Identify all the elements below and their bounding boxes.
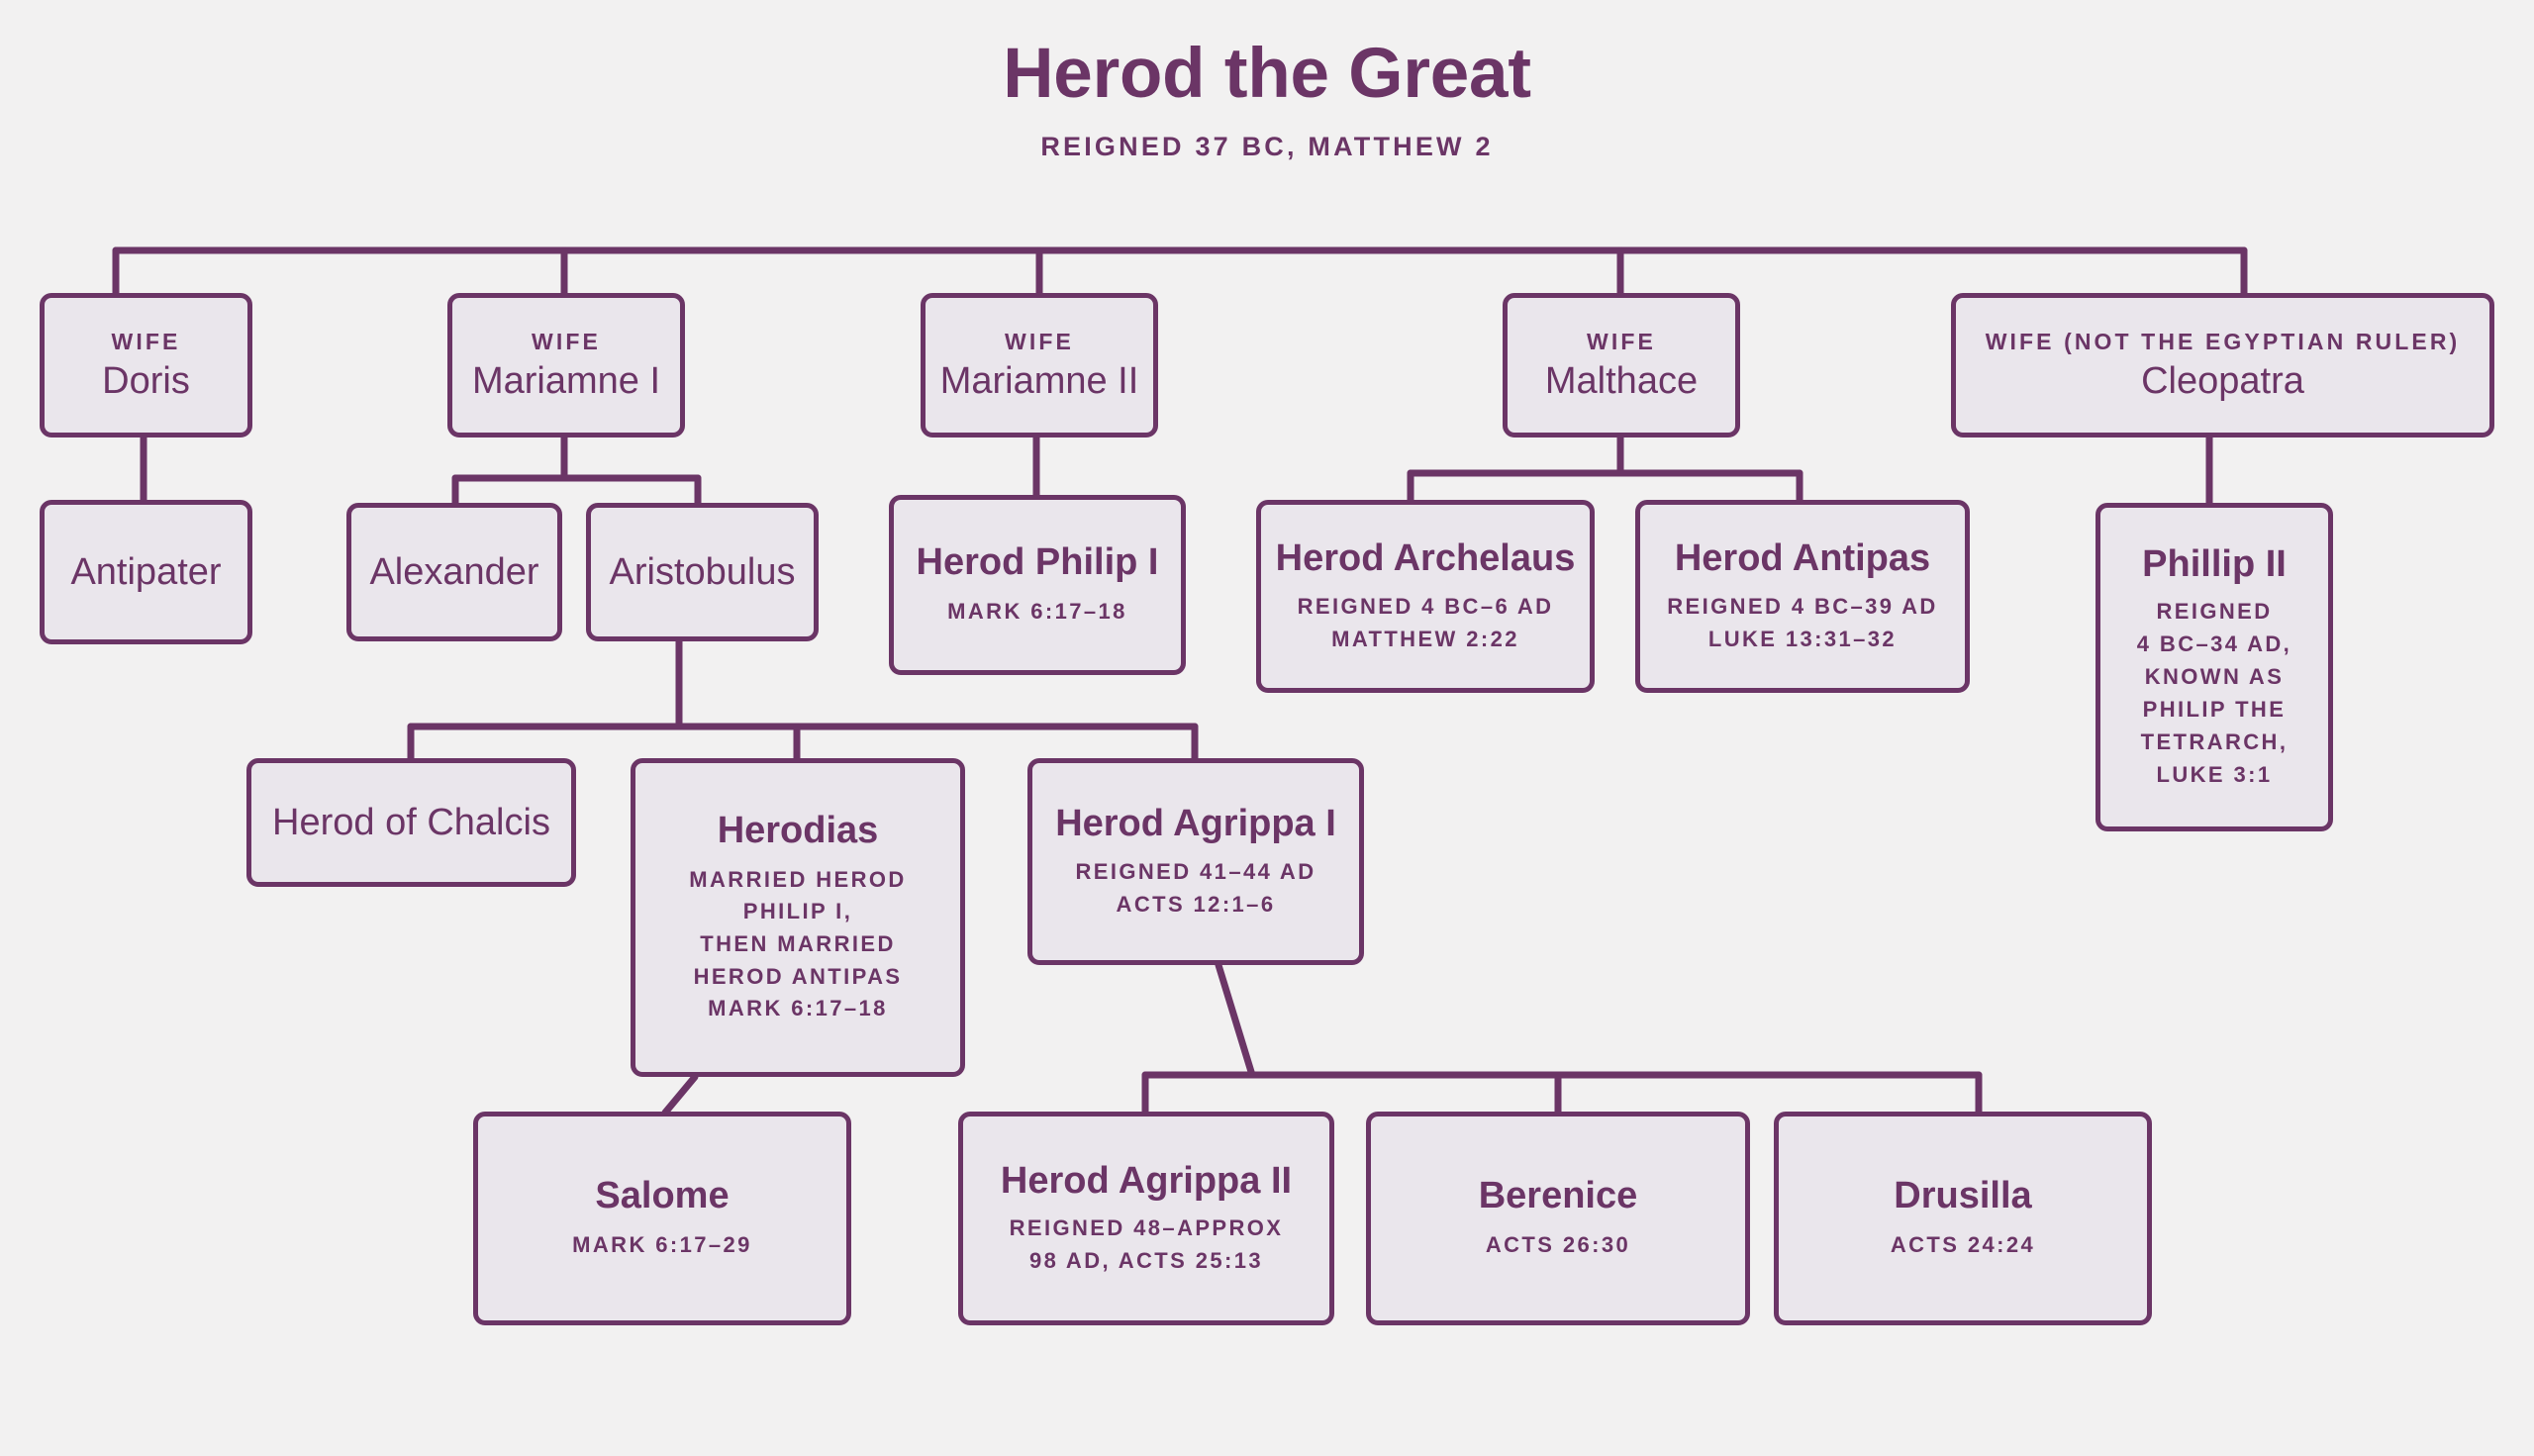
node-herod-agrippa-ii-name: Herod Agrippa II <box>1000 1159 1293 1202</box>
node-antipater-name: Antipater <box>70 550 222 593</box>
node-herod-antipas-name: Herod Antipas <box>1674 537 1931 580</box>
node-berenice-name: Berenice <box>1478 1175 1638 1217</box>
node-berenice-meta: ACTS 26:30 <box>1485 1232 1631 1257</box>
node-phillip-ii-meta: REIGNED 4 BC–34 AD, KNOWN AS PHILIP THE … <box>2136 599 2292 788</box>
edge-herodias-to-salome <box>661 1073 699 1116</box>
node-herod-philip-i-name: Herod Philip I <box>916 541 1159 584</box>
node-drusilla-name: Drusilla <box>1894 1175 2032 1217</box>
node-herod-of-chalcis[interactable]: Herod of Chalcis <box>246 758 576 887</box>
node-mariamne-ii[interactable]: WIFE Mariamne II <box>921 293 1158 437</box>
node-herod-agrippa-i[interactable]: Herod Agrippa I REIGNED 41–44 AD ACTS 12… <box>1027 758 1364 965</box>
node-mariamne-i-name: Mariamne I <box>471 359 661 402</box>
page-subtitle: REIGNED 37 BC, MATTHEW 2 <box>1040 131 1494 161</box>
node-aristobulus[interactable]: Aristobulus <box>586 503 819 641</box>
chart-header: Herod the Great REIGNED 37 BC, MATTHEW 2 <box>0 35 2534 162</box>
node-salome-meta: MARK 6:17–29 <box>572 1232 752 1257</box>
node-malthace-name: Malthace <box>1544 359 1699 402</box>
node-mariamne-ii-name: Mariamne II <box>939 359 1139 402</box>
node-doris-eyebrow: WIFE <box>111 328 181 354</box>
node-cleopatra-eyebrow: WIFE (NOT THE EGYPTIAN RULER) <box>1985 328 2461 354</box>
node-herod-agrippa-i-name: Herod Agrippa I <box>1055 803 1336 845</box>
node-herod-archelaus-name: Herod Archelaus <box>1275 537 1576 580</box>
node-cleopatra-name: Cleopatra <box>2141 359 2304 402</box>
node-antipater[interactable]: Antipater <box>40 500 252 644</box>
node-malthace-eyebrow: WIFE <box>1587 328 1656 354</box>
node-aristobulus-name: Aristobulus <box>609 550 796 593</box>
node-herodias[interactable]: Herodias MARRIED HEROD PHILIP I, THEN MA… <box>631 758 965 1077</box>
edge-agrippa1-diagonal <box>1215 961 1256 1079</box>
node-herod-agrippa-ii[interactable]: Herod Agrippa II REIGNED 48–APPROX 98 AD… <box>958 1112 1334 1325</box>
node-herod-agrippa-ii-meta: REIGNED 48–APPROX 98 AD, ACTS 25:13 <box>1009 1215 1284 1274</box>
node-herod-archelaus-meta: REIGNED 4 BC–6 AD MATTHEW 2:22 <box>1297 593 1554 651</box>
node-malthace[interactable]: WIFE Malthace <box>1503 293 1740 437</box>
node-salome-name: Salome <box>595 1175 730 1217</box>
node-drusilla[interactable]: Drusilla ACTS 24:24 <box>1774 1112 2152 1325</box>
node-herodias-meta: MARRIED HEROD PHILIP I, THEN MARRIED HER… <box>689 866 907 1021</box>
node-mariamne-ii-eyebrow: WIFE <box>1005 328 1074 354</box>
node-cleopatra[interactable]: WIFE (NOT THE EGYPTIAN RULER) Cleopatra <box>1951 293 2494 437</box>
node-herod-antipas[interactable]: Herod Antipas REIGNED 4 BC–39 AD LUKE 13… <box>1635 500 1970 693</box>
node-mariamne-i[interactable]: WIFE Mariamne I <box>447 293 685 437</box>
node-drusilla-meta: ACTS 24:24 <box>1890 1232 2036 1257</box>
node-herod-philip-i[interactable]: Herod Philip I MARK 6:17–18 <box>889 495 1186 675</box>
node-alexander-name: Alexander <box>369 550 539 593</box>
node-herodias-name: Herodias <box>717 810 879 852</box>
node-mariamne-i-eyebrow: WIFE <box>532 328 601 354</box>
node-herod-archelaus[interactable]: Herod Archelaus REIGNED 4 BC–6 AD MATTHE… <box>1256 500 1595 693</box>
node-salome[interactable]: Salome MARK 6:17–29 <box>473 1112 851 1325</box>
node-herod-philip-i-meta: MARK 6:17–18 <box>947 599 1127 624</box>
node-herod-agrippa-i-meta: REIGNED 41–44 AD ACTS 12:1–6 <box>1075 858 1316 917</box>
node-doris[interactable]: WIFE Doris <box>40 293 252 437</box>
node-phillip-ii-name: Phillip II <box>2142 542 2287 585</box>
node-herod-of-chalcis-name: Herod of Chalcis <box>272 801 550 843</box>
node-herod-antipas-meta: REIGNED 4 BC–39 AD LUKE 13:31–32 <box>1667 593 1938 651</box>
node-alexander[interactable]: Alexander <box>346 503 562 641</box>
page-title: Herod the Great <box>1003 35 1531 113</box>
node-berenice[interactable]: Berenice ACTS 26:30 <box>1366 1112 1750 1325</box>
node-phillip-ii[interactable]: Phillip II REIGNED 4 BC–34 AD, KNOWN AS … <box>2095 503 2333 831</box>
node-doris-name: Doris <box>102 359 190 402</box>
